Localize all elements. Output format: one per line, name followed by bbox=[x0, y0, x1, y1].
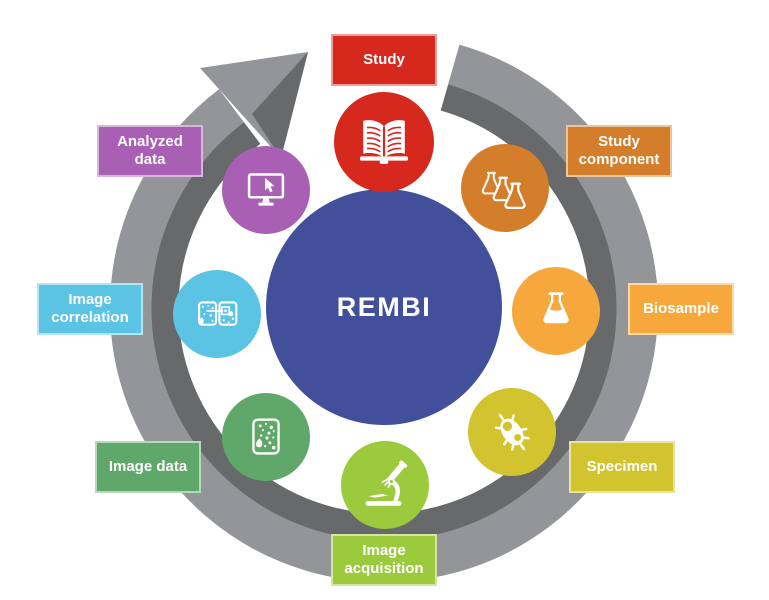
image-acquisition-label-text: Image acquisition bbox=[344, 542, 424, 577]
open-book-icon bbox=[360, 120, 408, 164]
specimen-circle bbox=[468, 388, 556, 476]
specimen-label: Specimen bbox=[569, 441, 675, 493]
study-label-text: Study bbox=[363, 51, 405, 68]
image-acquisition-label: Image acquisition bbox=[331, 534, 437, 586]
microbe-icon bbox=[494, 413, 530, 451]
study-component-label-text: Study component bbox=[578, 133, 660, 168]
image-data-label: Image data bbox=[95, 441, 201, 493]
image-data-circle bbox=[222, 393, 310, 481]
image-data-label-text: Image data bbox=[108, 458, 188, 475]
microscope-icon bbox=[365, 460, 408, 506]
center-title: REMBI bbox=[336, 291, 432, 322]
study-component-circle bbox=[461, 144, 549, 232]
monitor-cursor-icon bbox=[247, 173, 285, 206]
study-circle bbox=[334, 92, 434, 192]
image-acquisition-circle bbox=[341, 441, 429, 529]
study-label: Study bbox=[331, 34, 437, 86]
center-circle: REMBI bbox=[266, 189, 502, 425]
image-correlation-label-text: Image correlation bbox=[51, 291, 129, 326]
analyzed-data-circle bbox=[222, 146, 310, 234]
specimen-label-text: Specimen bbox=[586, 458, 658, 475]
image-correlation-label: Image correlation bbox=[37, 283, 143, 335]
biosample-circle bbox=[512, 267, 600, 355]
erlenmeyer-flask-icon bbox=[543, 292, 569, 324]
analyzed-data-label-text: Analyzed data bbox=[117, 133, 183, 168]
arrowhead-shadow bbox=[252, 52, 308, 158]
image-correlation-circle bbox=[173, 270, 261, 358]
image-specks-icon bbox=[252, 418, 280, 455]
ring-inner-shadow-band bbox=[151, 84, 617, 541]
biosample-label: Biosample bbox=[628, 283, 734, 335]
biosample-label-text: Biosample bbox=[643, 300, 719, 317]
study-component-label: Study component bbox=[566, 125, 672, 177]
flasks-icon bbox=[481, 171, 526, 210]
analyzed-data-label: Analyzed data bbox=[97, 125, 203, 177]
linked-images-icon bbox=[198, 301, 238, 326]
